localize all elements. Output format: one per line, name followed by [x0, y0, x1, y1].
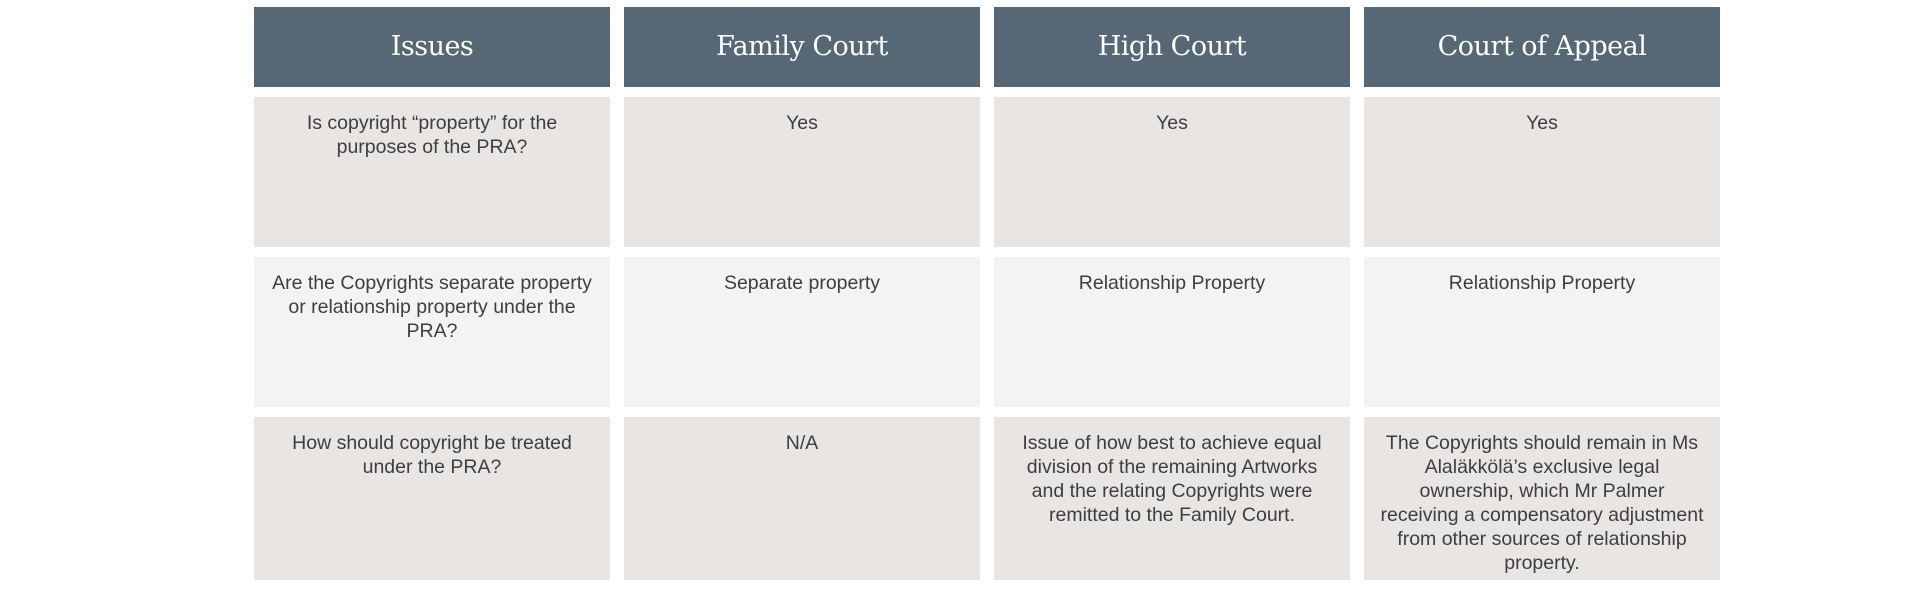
- court-of-appeal-cell: The Copyrights should remain in Ms Alalä…: [1364, 417, 1720, 580]
- court-of-appeal-cell: Yes: [1364, 97, 1720, 247]
- court-comparison-table: Issues Family Court High Court Court of …: [254, 7, 1722, 580]
- issue-cell: Is copyright “property” for the purposes…: [254, 97, 610, 247]
- header-issues: Issues: [254, 7, 610, 87]
- high-court-cell: Yes: [994, 97, 1350, 247]
- header-court-of-appeal: Court of Appeal: [1364, 7, 1720, 87]
- header-high-court: High Court: [994, 7, 1350, 87]
- family-court-cell: Yes: [624, 97, 980, 247]
- family-court-cell: Separate property: [624, 257, 980, 407]
- high-court-cell: Issue of how best to achieve equal divis…: [994, 417, 1350, 580]
- family-court-cell: N/A: [624, 417, 980, 580]
- high-court-cell: Relationship Property: [994, 257, 1350, 407]
- court-of-appeal-cell: Relationship Property: [1364, 257, 1720, 407]
- issue-cell: Are the Copyrights separate property or …: [254, 257, 610, 407]
- issue-cell: How should copyright be treated under th…: [254, 417, 610, 580]
- header-family-court: Family Court: [624, 7, 980, 87]
